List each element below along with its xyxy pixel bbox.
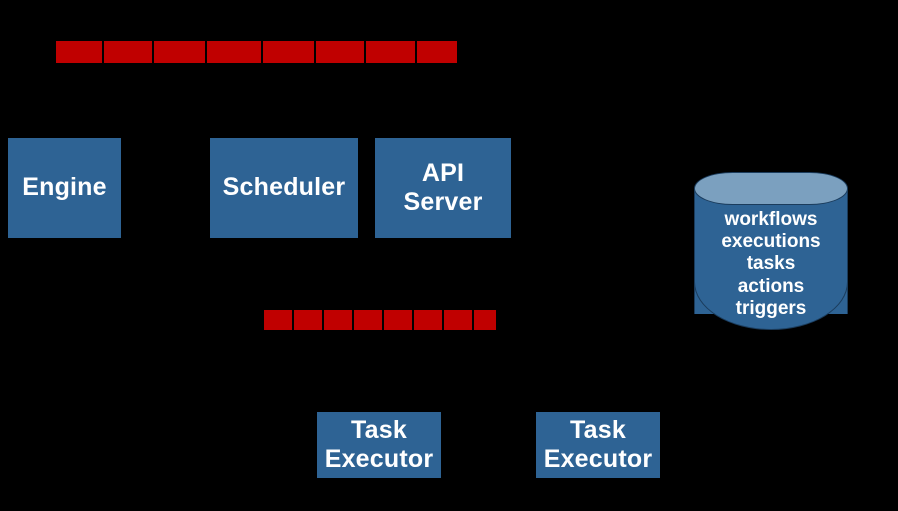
top-redacted-heading bbox=[56, 41, 458, 63]
redaction-block bbox=[262, 41, 315, 63]
redaction-block bbox=[153, 41, 206, 63]
node-task-executor-1-label: Task Executor bbox=[324, 415, 434, 474]
node-scheduler-label: Scheduler bbox=[222, 173, 346, 202]
node-api-server-label: API Server bbox=[403, 158, 483, 217]
node-task-executor-1[interactable]: Task Executor bbox=[317, 412, 441, 478]
middle-redacted-caption bbox=[264, 310, 496, 330]
redaction-block bbox=[384, 310, 412, 330]
database-cylinder[interactable]: workflows executions tasks actions trigg… bbox=[694, 172, 848, 330]
node-api-server[interactable]: API Server bbox=[375, 138, 511, 238]
database-table-list: workflows executions tasks actions trigg… bbox=[694, 209, 848, 320]
redaction-block bbox=[56, 41, 102, 63]
node-engine[interactable]: Engine bbox=[8, 138, 121, 238]
redaction-block bbox=[207, 41, 261, 63]
redaction-block bbox=[324, 310, 352, 330]
database-cylinder-top bbox=[694, 172, 848, 205]
redaction-block bbox=[365, 41, 416, 63]
redaction-block bbox=[417, 41, 458, 63]
node-engine-label: Engine bbox=[22, 173, 107, 202]
redaction-block bbox=[264, 310, 292, 330]
database-table-tasks: tasks bbox=[746, 253, 796, 275]
node-task-executor-2-label: Task Executor bbox=[543, 415, 653, 474]
node-scheduler[interactable]: Scheduler bbox=[210, 138, 358, 238]
redaction-block bbox=[103, 41, 152, 63]
node-task-executor-2[interactable]: Task Executor bbox=[536, 412, 660, 478]
redaction-block bbox=[444, 310, 472, 330]
database-table-workflows: workflows bbox=[724, 209, 818, 230]
database-table-actions: actions bbox=[737, 275, 805, 297]
redaction-block bbox=[474, 310, 496, 330]
redaction-block bbox=[294, 310, 322, 330]
redaction-block bbox=[316, 41, 364, 63]
database-table-executions: executions bbox=[721, 231, 821, 253]
redaction-block bbox=[354, 310, 382, 330]
redaction-block bbox=[414, 310, 442, 330]
database-table-triggers: triggers bbox=[735, 297, 807, 319]
